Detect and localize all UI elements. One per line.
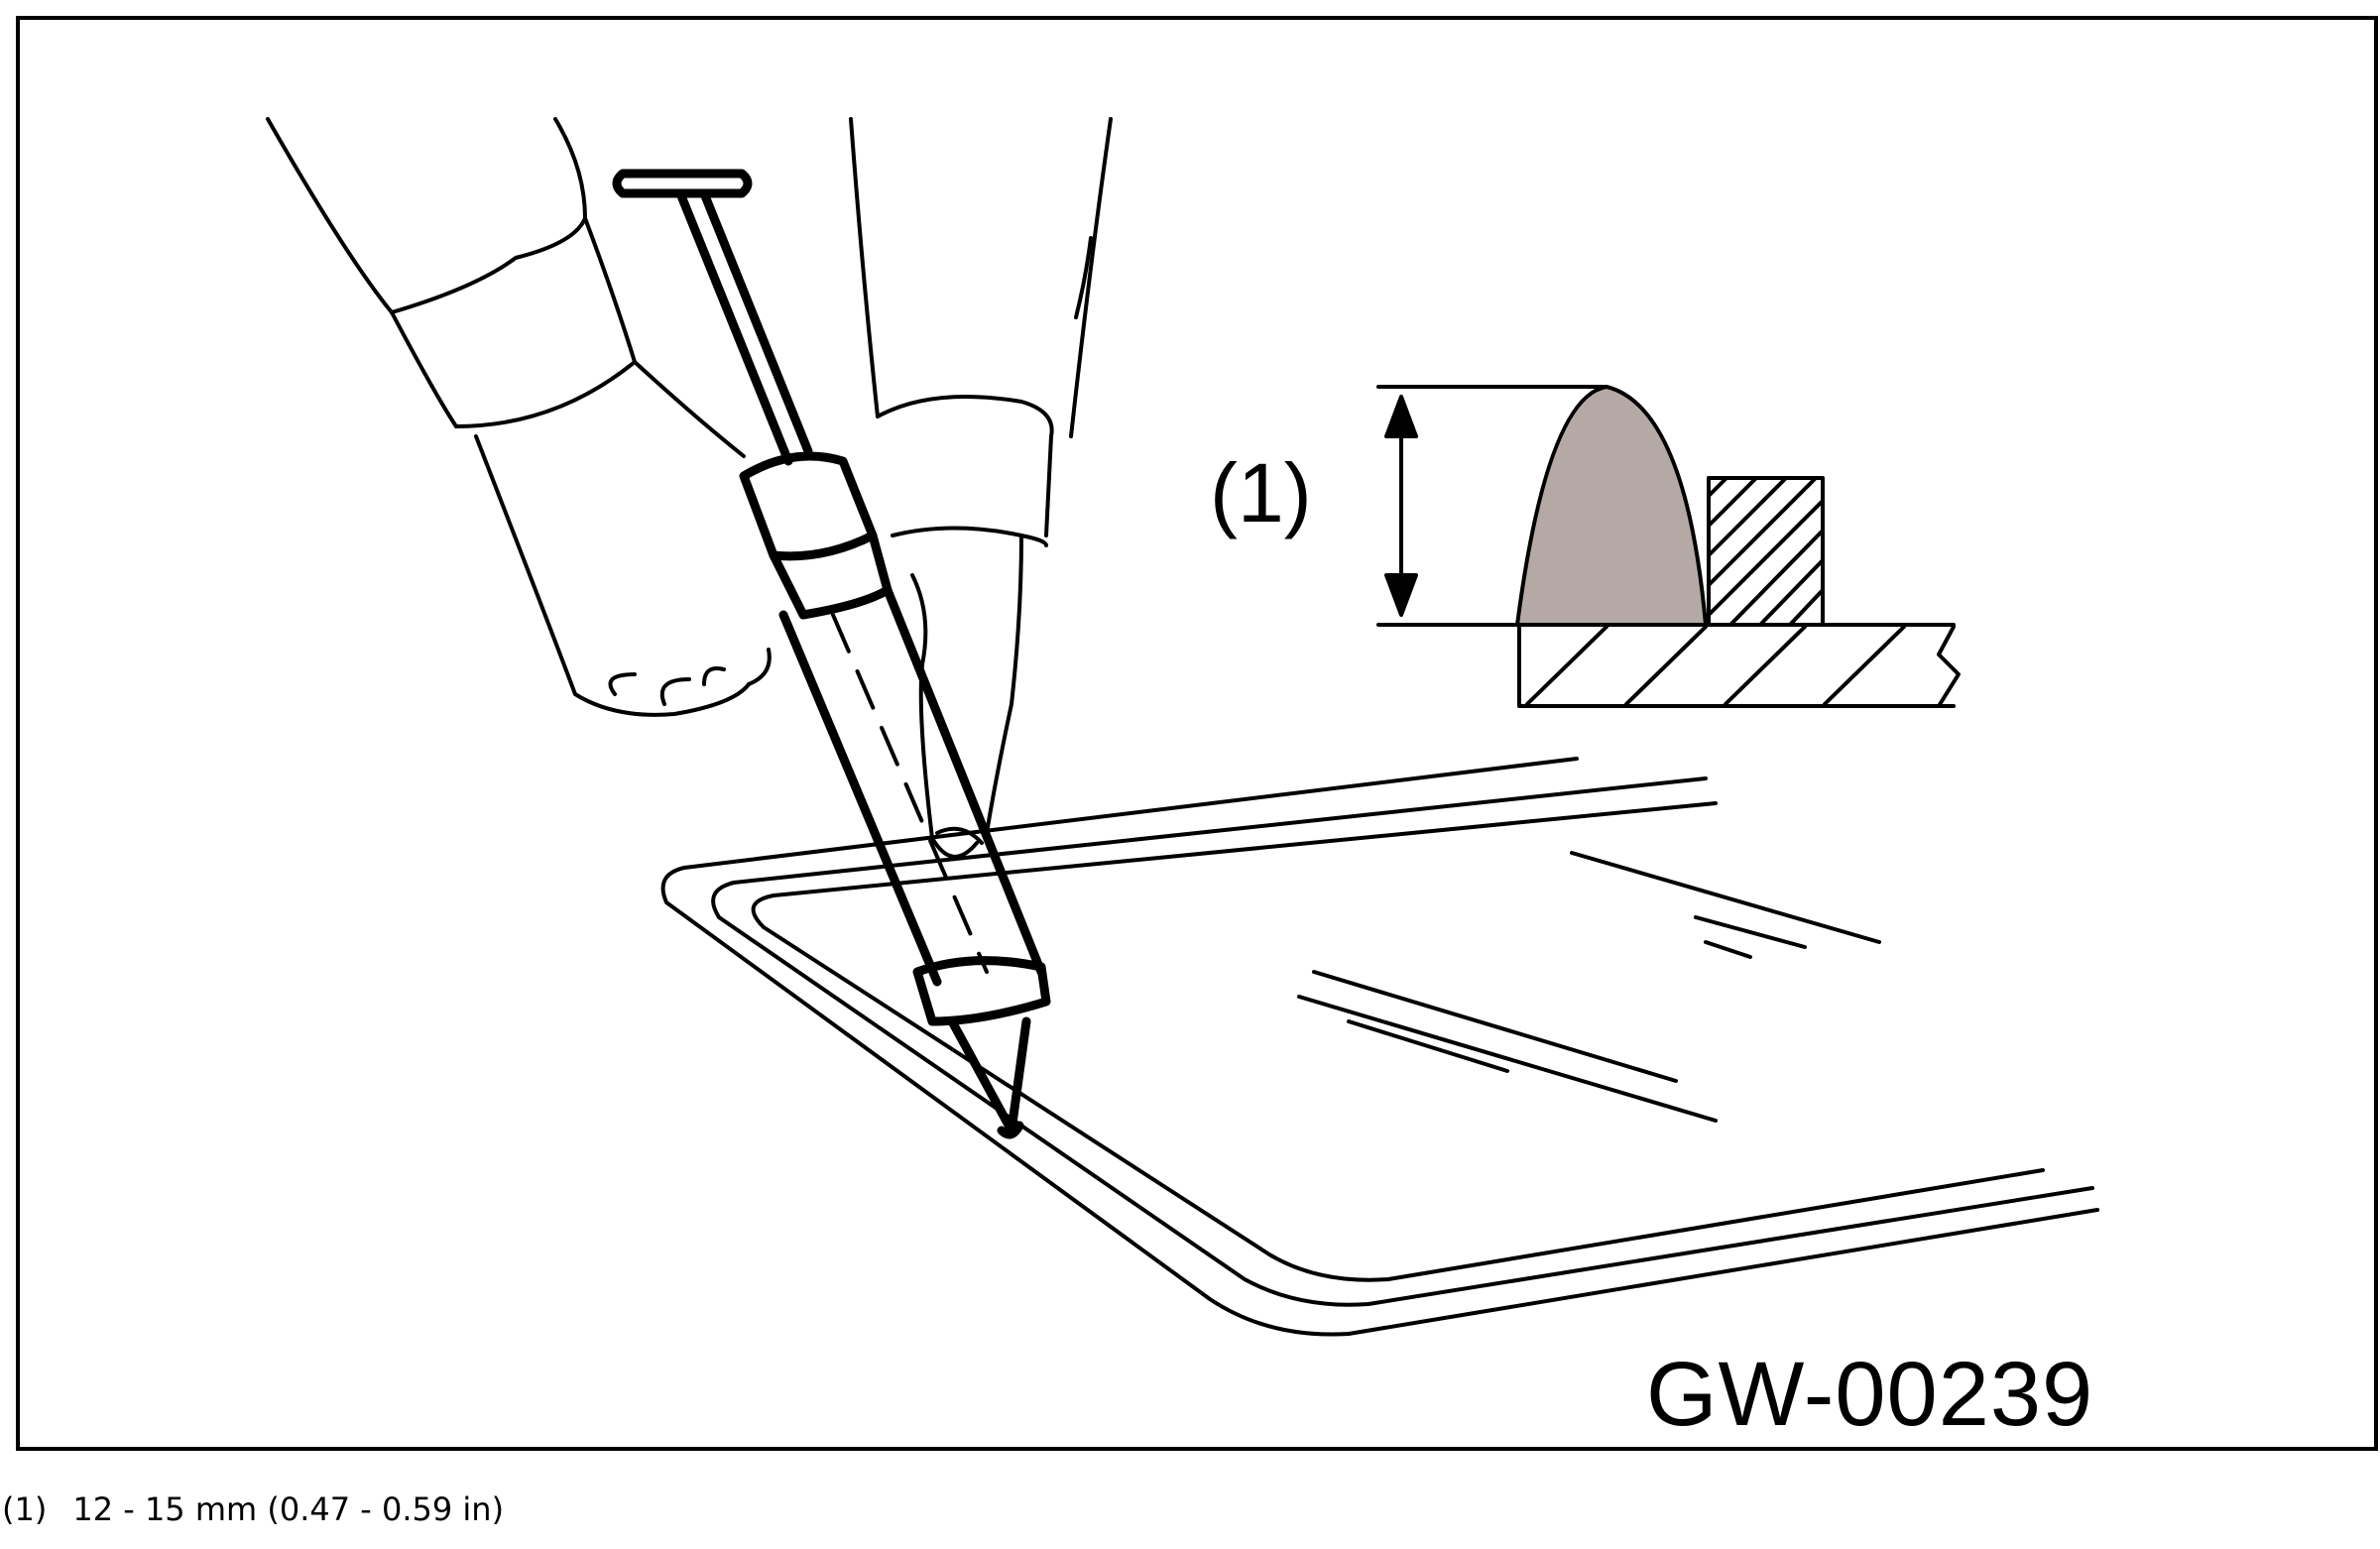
left-arm <box>266 117 772 717</box>
right-arm <box>849 117 1113 859</box>
legend: (1) 12 - 15 mm (0.47 - 0.59 in) <box>2 1493 504 1525</box>
figure-code: GW-00239 <box>1646 1344 2094 1445</box>
legend-text: 12 - 15 mm (0.47 - 0.59 in) <box>72 1490 505 1528</box>
illustration <box>266 117 2099 1337</box>
windshield-glass <box>660 757 2099 1337</box>
bead-cross-section <box>1376 385 1961 708</box>
legend-key: (1) <box>2 1490 48 1528</box>
dimension-callout-label: (1) <box>1210 446 1312 539</box>
caulking-gun <box>612 169 1051 1139</box>
figure-frame: (1) GW-00239 <box>16 16 2378 1451</box>
